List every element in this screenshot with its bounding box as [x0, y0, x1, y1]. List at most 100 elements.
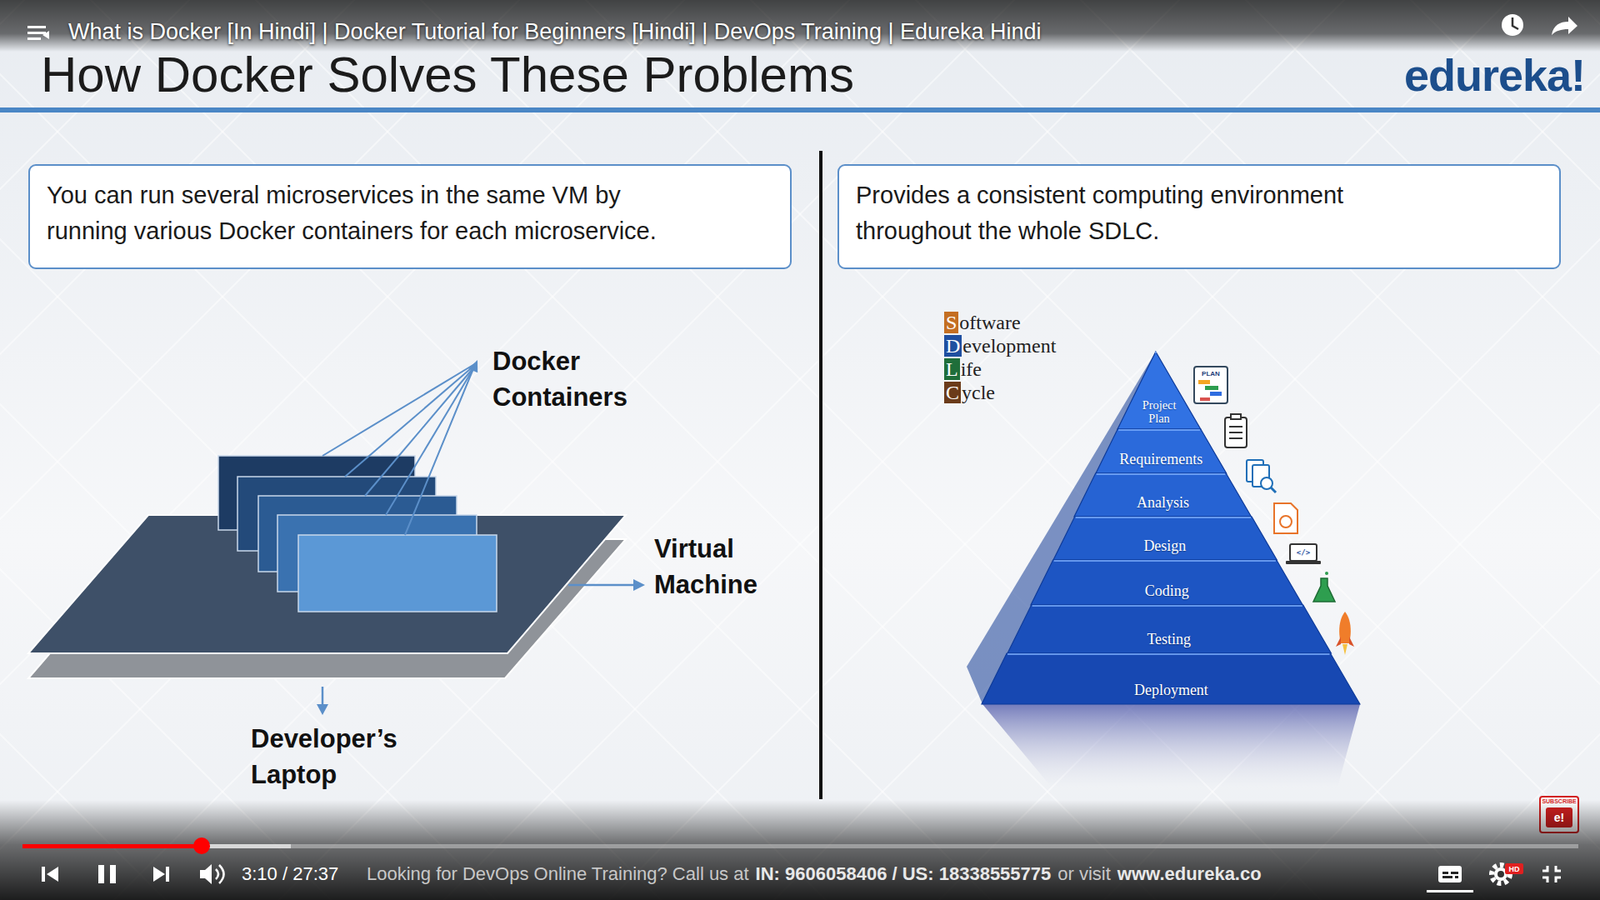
subtitles-icon: [1442, 875, 1453, 879]
settings-icon: [1497, 870, 1505, 878]
container-stack: [218, 455, 497, 612]
ticker-text: www.edureka.co: [1117, 863, 1262, 885]
laptop-icon: [1285, 544, 1321, 565]
leader-line: [322, 363, 476, 456]
sdlc-stage: Project Plan: [1117, 351, 1201, 430]
leader-line: [365, 365, 476, 496]
top-overlay: [0, 0, 1600, 52]
ticker-text: Looking for DevOps Online Training? Call…: [366, 863, 750, 885]
flask-icon: [1313, 571, 1335, 602]
share-icon: [1551, 16, 1578, 35]
sdlc-stage: Testing: [1007, 605, 1331, 654]
top-overlay: [0, 0, 1600, 52]
fullscreen-exit-icon: [1542, 865, 1561, 883]
flask-icon: [1313, 578, 1335, 602]
menu-icon: [27, 25, 50, 40]
title-rule: [0, 107, 1600, 113]
sdlc-stage: Design: [1053, 516, 1277, 560]
quality-badge: HD: [1509, 865, 1520, 874]
plan-icon: [1200, 397, 1210, 401]
pyramid-reflection: [966, 351, 1360, 788]
subtitles-icon: [1438, 865, 1462, 883]
progress-bar: [193, 837, 210, 855]
callout-label: Developer’s Laptop: [250, 720, 430, 793]
text-box: Provides a consistent computing environm…: [837, 164, 1561, 270]
plan-icon: [1194, 366, 1228, 404]
pyramid-reflection: [982, 704, 1360, 788]
fullscreen-exit-icon: [1555, 877, 1561, 883]
progress-bar: [22, 837, 1579, 855]
vm-plate: [28, 515, 626, 654]
clipboard-icon: [1230, 414, 1241, 420]
stage-band-shape: [981, 653, 1360, 705]
band-highlight: [1075, 516, 1250, 519]
stage-band-shape: [1007, 605, 1331, 654]
rocket-icon: [1335, 611, 1355, 655]
menu-icon: [27, 37, 41, 40]
player-controls: [41, 864, 225, 885]
document-search-icon: [1246, 460, 1276, 493]
band-highlight: [1096, 473, 1226, 475]
menu-icon: [42, 30, 50, 40]
leader-line: [405, 366, 475, 535]
clipboard-icon: [1225, 417, 1247, 448]
arrowhead: [316, 579, 645, 715]
ticker-text: or visit: [1057, 863, 1111, 885]
vm-plate: [28, 515, 626, 654]
rocket-icon: [1335, 636, 1341, 647]
fullscreen-exit-icon: [1542, 865, 1548, 871]
document-icon: [1280, 515, 1292, 528]
plan-icon: [1198, 380, 1210, 385]
acronym-word: Cycle: [944, 380, 995, 405]
subtitles-icon: [1450, 871, 1459, 875]
settings-icon: [1491, 863, 1524, 884]
column-divider: [819, 150, 823, 800]
stage-label: Project Plan: [1133, 399, 1185, 425]
acronym-word: Development: [944, 334, 1056, 358]
icon-text: </>: [1296, 548, 1310, 557]
clipboard-icon: [1229, 425, 1243, 428]
leader-line: [345, 364, 476, 477]
plan-icon: [1194, 366, 1228, 404]
document-search-icon: [1270, 487, 1276, 493]
plan-icon: [1205, 385, 1219, 390]
text-box: You can run several microservices in the…: [28, 164, 792, 270]
document-search-icon: [1260, 477, 1273, 490]
stage-label: Deployment: [1134, 682, 1209, 699]
player-overlay: [0, 800, 1600, 900]
time-display: 3:10 / 27:37: [241, 861, 339, 887]
video-title: What is Docker [In Hindi] | Docker Tutor…: [68, 18, 1042, 45]
badge-logo: e!: [1554, 810, 1565, 825]
title-rule: [0, 107, 1600, 113]
leader-line: [568, 584, 635, 587]
brand-logo: edureka!: [1404, 50, 1585, 100]
rocket-icon: [1342, 644, 1348, 655]
arrowhead: [633, 579, 645, 591]
clipboard-icon: [1225, 414, 1247, 448]
band-highlight: [1155, 351, 1157, 354]
stage-label: Testing: [1146, 631, 1191, 648]
stage-band-shape: [1030, 560, 1303, 605]
stage-label: Coding: [1145, 583, 1190, 600]
player-controls: [219, 865, 225, 884]
leader-line: [322, 363, 476, 535]
box-text: You can run several microservices in the…: [46, 177, 705, 250]
icon-text: PLAN: [1201, 370, 1220, 378]
stage-label: Analysis: [1136, 495, 1190, 511]
player-controls: [153, 866, 165, 882]
document-icon: [1274, 503, 1298, 534]
subtitles-icon: [1426, 865, 1474, 893]
laptop-icon: [1285, 560, 1321, 565]
progress-bar: [22, 844, 1579, 849]
share-icon: [1551, 16, 1578, 35]
clock-icon: [1501, 14, 1524, 36]
progress-bar: [22, 844, 202, 849]
sdlc-stage: Analysis: [1074, 473, 1251, 517]
document-icon: [1274, 503, 1298, 534]
stage-band-shape: [1074, 473, 1251, 517]
arrowhead: [468, 360, 478, 373]
slide-title: How Docker Solves These Problems: [40, 48, 855, 102]
player-controls: [98, 865, 105, 884]
stage-label: Design: [1143, 538, 1186, 555]
